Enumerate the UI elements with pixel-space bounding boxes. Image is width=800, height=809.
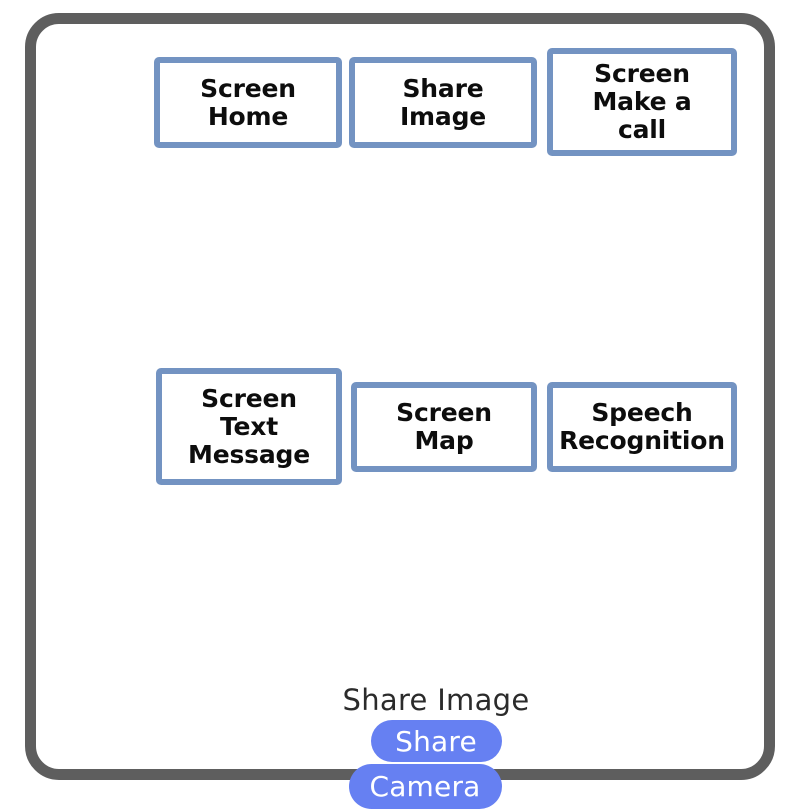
node-share-image[interactable]: Share Image: [349, 57, 537, 148]
share-option-camera[interactable]: Camera: [348, 764, 502, 809]
share-option-share-label: Share: [395, 724, 477, 758]
share-option-camera-label: Camera: [369, 770, 481, 803]
device-frame: Screen Home Share Image Screen Make a ca…: [25, 13, 775, 809]
node-screen-home-label: Screen Home: [200, 73, 296, 131]
node-speech-recognition[interactable]: Speech Recognition: [547, 382, 737, 472]
node-screen-make-a-call-label: Screen Make a call: [592, 59, 692, 144]
node-screen-text-message[interactable]: Screen Text Message: [156, 368, 342, 485]
share-option-share[interactable]: Share: [370, 720, 502, 762]
node-screen-home[interactable]: Screen Home: [154, 57, 342, 148]
share-sheet: Share Image Share Camera: [36, 686, 800, 809]
node-screen-map[interactable]: Screen Map: [351, 382, 537, 472]
node-screen-make-a-call[interactable]: Screen Make a call: [547, 48, 737, 156]
node-share-image-label: Share Image: [399, 73, 487, 131]
node-speech-recognition-label: Speech Recognition: [559, 398, 725, 455]
node-screen-text-message-label: Screen Text Message: [188, 383, 310, 469]
share-sheet-title: Share Image: [342, 683, 530, 717]
node-screen-map-label: Screen Map: [396, 398, 492, 455]
